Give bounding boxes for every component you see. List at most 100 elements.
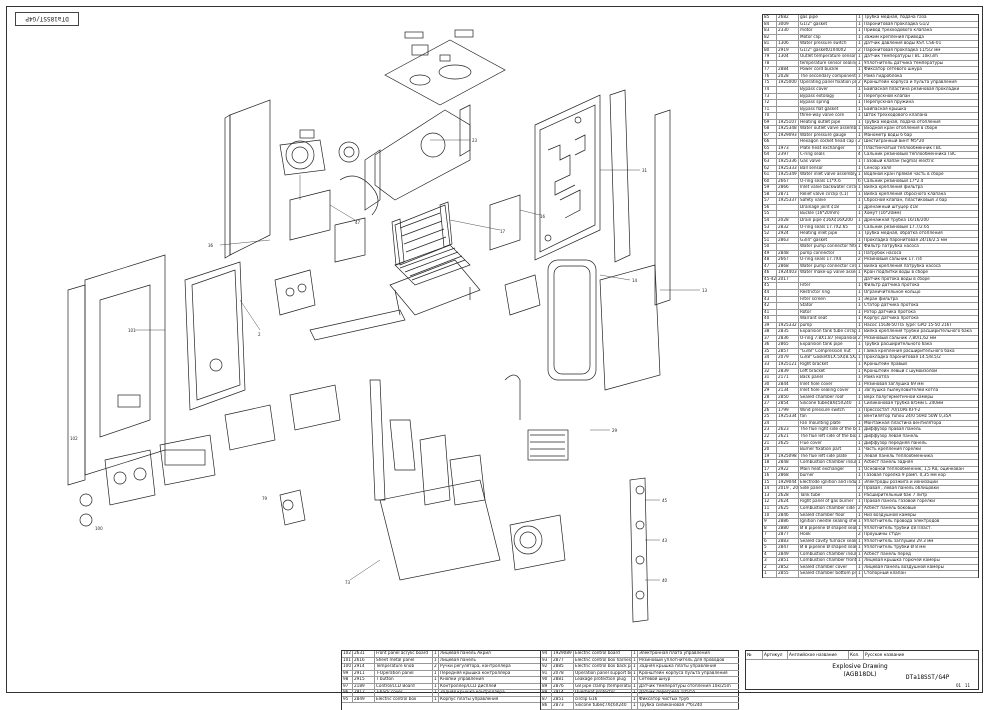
quantity: 1 [857,519,863,525]
item-number: 65 [763,145,777,152]
item-number: 43 [763,296,777,303]
quantity: 1 [857,159,863,165]
item-number: 82 [763,34,777,41]
article-code [777,303,799,309]
quantity: 1 [632,670,638,677]
russian-name: Диффузор передняя панель [864,440,927,445]
english-name: gas pipe [799,15,857,21]
quantity: 1 [857,512,863,519]
english-name: Operation panel support board [575,670,632,677]
english-name: Silicone tube¢7X¢6X240 [574,703,632,709]
quantity: 2 [857,139,863,145]
item-number: 49 [763,250,777,257]
russian-name: Паронитовая прокладка 11/5/2 мм [864,47,941,52]
russian-name: Статор датчика протока [864,303,919,308]
russian-name: Рама котла [864,375,889,380]
item-number: 50 [763,244,777,250]
item-number: 89 [541,683,552,690]
quantity: 1 [857,427,863,433]
quantity: 1 [857,165,863,172]
item-number: 28 [763,394,777,401]
russian-name: Уплотнитель заглушки 29.3 мм [864,538,934,543]
svg-text:31: 31 [642,168,648,173]
item-number: 24 [763,420,777,427]
quantity: 2 [857,335,863,342]
russian-name: Датчик перегрева 105/55 [639,690,696,695]
quantity: 1 [857,368,863,375]
russian-name: Кронштейн левый с шумоизолом [864,368,938,373]
item-number: 7 [763,532,777,538]
article-code [777,60,799,67]
english-name: O-ring seals 17.7X4 [799,257,857,263]
russian-name: Верх полугерметичной камеры [864,394,934,399]
english-name: Motor clip [799,34,857,41]
item-number: 36 [763,342,777,348]
item-number: 9 [763,519,777,525]
article-code: 2886 [777,519,799,525]
item-number: 78 [763,60,777,67]
article-code: 1925334 [777,414,799,420]
english-name: Electrode ignition and induction [800,479,857,486]
quantity: 1 [857,564,863,571]
russian-name: Основной теплообменник, 1,5 Кв, оцинкова… [864,466,964,471]
english-name: Ball sensor [799,165,857,172]
quantity: 1 [857,571,863,578]
quantity: 1 [857,73,863,80]
russian-name: Экран фильтра [864,296,898,301]
english-name: Bypass cover [799,87,857,93]
article-code: 2330 [777,28,799,34]
svg-text:79: 79 [262,496,268,501]
english-name: T button [375,677,433,683]
quantity: 1 [857,231,863,237]
russian-name: Монтажная пластина вентилятора [864,420,942,425]
sheet-number: 01 11 [955,683,970,688]
quantity: 1 [857,15,863,21]
english-name: Water outlet valve assembly [800,126,857,132]
article-code: 1925333 [777,165,799,172]
quantity: 2 [857,486,863,492]
article-code: 1929089 [552,651,574,657]
article-code [777,420,799,427]
russian-name: Патрубок насоса [864,250,902,255]
item-number: 59 [763,185,777,191]
english-name: O-ring 7.8X1.87 (expansion tank pipe) [800,335,857,342]
article-code: 2854 [777,401,799,407]
russian-name: Ротор датчика протока [864,309,916,314]
item-number: 31 [763,375,777,381]
article-code: 2839 [777,368,799,375]
inner-components [274,175,541,341]
item-number: 34 [763,355,777,361]
svg-text:29: 29 [612,428,618,433]
article-code: 2871 [777,191,799,198]
quantity: 1 [433,670,439,677]
english-name: burner [799,473,857,479]
quantity: 1 [857,113,863,119]
item-number: 74 [763,87,777,93]
item-number: 12 [763,499,777,506]
quantity: 1 [857,172,863,178]
item-number: 98 [342,677,353,683]
article-code: 1925107 [777,119,799,126]
item-number: 21 [763,440,777,447]
